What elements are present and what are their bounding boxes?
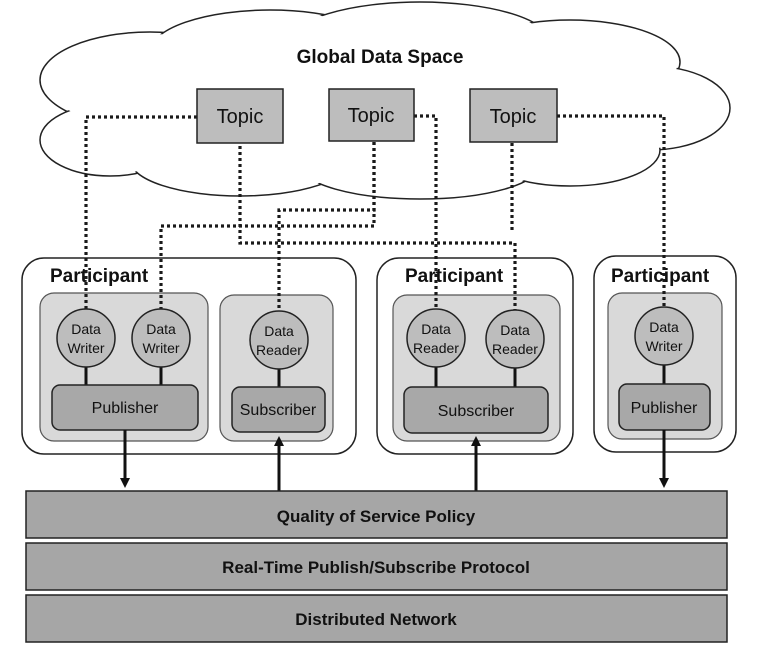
publisher-3: Publisher (618, 383, 711, 431)
participant-2-label: Participant (405, 266, 504, 287)
data-reader-3-line2: Reader (492, 341, 538, 357)
data-writer-2-line2: Writer (142, 340, 179, 356)
cloud-title: Global Data Space (297, 47, 464, 68)
qos-layer-label: Quality of Service Policy (277, 507, 476, 526)
data-writer-1-line2: Writer (67, 340, 104, 356)
data-reader-1: Data Reader (249, 310, 309, 370)
participant-1-label: Participant (50, 266, 149, 287)
data-writer-1-line1: Data (71, 321, 101, 337)
network-layer: Distributed Network (25, 594, 728, 643)
topic-2-to-reader-p1 (277, 142, 376, 312)
data-writer-3-line1: Data (649, 319, 679, 335)
subscriber-1-label: Subscriber (240, 402, 317, 419)
topic-1: Topic (196, 88, 284, 144)
topic-3-label: Topic (490, 106, 537, 128)
rtps-layer-label: Real-Time Publish/Subscribe Protocol (222, 558, 530, 577)
topic-connections (84, 114, 666, 312)
data-writer-3: Data Writer (634, 306, 694, 366)
topic-1-label: Topic (217, 106, 264, 128)
data-reader-2: Data Reader (406, 308, 466, 368)
data-reader-1-line2: Reader (256, 342, 302, 358)
rtps-layer: Real-Time Publish/Subscribe Protocol (25, 542, 728, 591)
data-reader-2-line2: Reader (413, 340, 459, 356)
data-reader-3: Data Reader (485, 309, 545, 369)
data-writer-2-line1: Data (146, 321, 176, 337)
topic-2: Topic (328, 88, 415, 142)
subscriber-2: Subscriber (403, 386, 549, 434)
publisher-1-label: Publisher (92, 400, 159, 417)
subscriber-1: Subscriber (231, 386, 326, 433)
topic-1-to-reader-p2b (238, 146, 517, 312)
data-reader-2-line1: Data (421, 321, 451, 337)
network-layer-label: Distributed Network (295, 610, 457, 629)
publisher-3-label: Publisher (631, 400, 698, 417)
entity-links (84, 364, 666, 387)
publisher-1: Publisher (51, 384, 199, 431)
topic-3-to-reader-p2b (510, 143, 515, 232)
topic-1-to-writer-1 (84, 115, 197, 312)
qos-layer: Quality of Service Policy (25, 490, 728, 539)
topic-2-to-reader-p2a (414, 114, 438, 312)
data-reader-3-line1: Data (500, 322, 530, 338)
participant-3-label: Participant (611, 266, 710, 287)
data-writer-1: Data Writer (56, 308, 116, 368)
data-reader-1-line1: Data (264, 323, 294, 339)
subscriber-2-label: Subscriber (438, 403, 515, 420)
data-writer-3-line2: Writer (645, 338, 682, 354)
topic-3-to-writer-p3 (557, 114, 666, 310)
topic-2-label: Topic (348, 105, 395, 127)
topic-3: Topic (469, 88, 558, 143)
layer-arrows (120, 430, 669, 491)
data-writer-2: Data Writer (131, 308, 191, 368)
